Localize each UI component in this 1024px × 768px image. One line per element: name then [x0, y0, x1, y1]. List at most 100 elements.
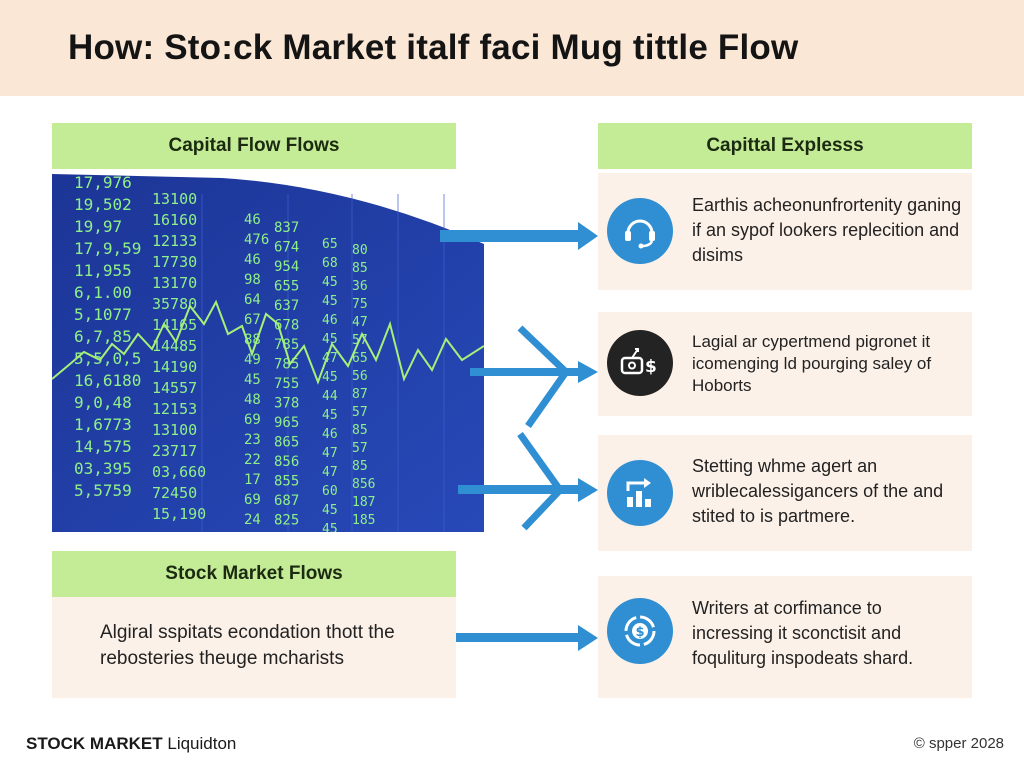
ticker-value: 03,395 — [74, 459, 132, 478]
footer-brand-regular: Liquidton — [167, 734, 237, 753]
ticker-value: 57 — [352, 405, 368, 420]
ticker-value: 23717 — [152, 442, 197, 460]
ticker-value: 57 — [352, 441, 368, 456]
ticker-value: 14190 — [152, 358, 197, 376]
dollar-cycle-icon: $ — [607, 598, 673, 664]
ticker-value: 17,976 — [74, 174, 132, 192]
ticker-value: 85 — [352, 261, 368, 276]
ticker-value: 68 — [322, 256, 338, 271]
chevron-arrow-2 — [517, 431, 564, 531]
ticker-value: 47 — [322, 446, 338, 461]
ticker-value: 46 — [244, 252, 261, 268]
card-text-3: Stetting whme agert an wriblecalessiganc… — [692, 456, 944, 526]
ticker-value: 856 — [352, 477, 375, 492]
ticker-value: 60 — [322, 484, 338, 499]
ticker-value: 47 — [352, 315, 368, 330]
ticker-value: 825 — [274, 513, 299, 529]
ticker-value: 45 — [322, 294, 338, 309]
headset-icon — [607, 198, 673, 264]
ticker-value: 19,97 — [74, 217, 122, 236]
ticker-value: 46 — [244, 212, 261, 228]
ticker-value: 865 — [274, 435, 299, 451]
ticker-price-line — [52, 299, 484, 385]
stock-market-flows-text: Algiral sspitats econdation thott the re… — [100, 622, 395, 669]
svg-text:$: $ — [645, 357, 657, 377]
ticker-value: 755 — [274, 376, 299, 392]
ticker-value: 45 — [322, 370, 338, 385]
growth-chart-icon — [607, 460, 673, 526]
ticker-value: 85 — [352, 423, 368, 438]
ticker-value: 87 — [352, 387, 368, 402]
ticker-value: 64 — [244, 292, 261, 308]
ticker-value: 17,9,59 — [74, 239, 141, 258]
arrow-to-card-1 — [440, 222, 598, 250]
ticker-value: 637 — [274, 298, 299, 314]
ticker-value: 13100 — [152, 190, 197, 208]
footer-brand: STOCK MARKET Liquidton — [26, 734, 236, 754]
ticker-value: 9,0,48 — [74, 393, 132, 412]
footer-brand-bold: STOCK MARKET — [26, 734, 163, 753]
ticker-value: 45 — [322, 408, 338, 423]
ticker-value: 6,1.00 — [74, 283, 132, 302]
ticker-value: 47 — [322, 465, 338, 480]
ticker-value: 14557 — [152, 379, 197, 397]
ticker-value: 80 — [352, 243, 368, 258]
footer-copyright: © spper 2028 — [913, 735, 1004, 752]
card-text-2: Lagial ar cypertmend pigronet it icomeng… — [692, 332, 932, 395]
ticker-value: 13170 — [152, 274, 197, 292]
ticker-value: 837 — [274, 220, 299, 236]
arrow-to-card-2 — [470, 361, 598, 383]
ticker-value: 15,190 — [152, 505, 206, 523]
ticker-value: 16160 — [152, 211, 197, 229]
stock-market-flows-panel — [52, 597, 456, 698]
ticker-value: 46 — [322, 427, 338, 442]
ticker-value: 6,7,85 — [74, 327, 132, 346]
ticker-value: 13100 — [152, 421, 197, 439]
ticker-value: 24 — [244, 512, 261, 528]
ticker-value: 855 — [274, 474, 299, 490]
ticker-value: 965 — [274, 415, 299, 431]
capital-express-label: Capittal Explesss — [598, 123, 972, 169]
ticker-value: 65 — [352, 351, 368, 366]
ticker-value: 98 — [244, 272, 261, 288]
ticker-value: 1,6773 — [74, 415, 132, 434]
ticker-value: 85 — [352, 459, 368, 474]
ticker-value: 45 — [322, 503, 338, 518]
money-icon: $ — [607, 330, 673, 396]
ticker-value: 36 — [352, 279, 368, 294]
svg-text:$: $ — [636, 625, 645, 640]
ticker-value: 378 — [274, 396, 299, 412]
card-text-1: Earthis acheonunfrortenity ganing if an … — [692, 195, 962, 265]
ticker-value: 14485 — [152, 337, 197, 355]
ticker-value: 45 — [322, 522, 338, 532]
ticker-value: 674 — [274, 240, 299, 256]
ticker-value: 187 — [352, 495, 375, 510]
ticker-value: 5,1077 — [74, 305, 132, 324]
ticker-value: 69 — [244, 412, 261, 428]
ticker-value: 72450 — [152, 484, 197, 502]
arrow-to-card-3 — [458, 478, 598, 502]
ticker-value: 48 — [244, 392, 261, 408]
arrow-to-card-4 — [456, 625, 598, 651]
ticker-value: 17 — [244, 472, 261, 488]
ticker-value: 69 — [244, 492, 261, 508]
ticker-svg: 17,97619,50219,9717,9,5911,9556,1.005,10… — [52, 174, 484, 532]
card-text-4: Writers at corfimance to incressing it s… — [692, 598, 914, 668]
ticker-value: 185 — [352, 513, 375, 528]
chevron-arrow-1 — [517, 325, 570, 429]
ticker-value: 23 — [244, 432, 261, 448]
capital-flow-label: Capital Flow Flows — [52, 123, 456, 169]
ticker-value: 856 — [274, 454, 299, 470]
ticker-value: 17730 — [152, 253, 197, 271]
ticker-value: 75 — [352, 297, 368, 312]
ticker-value: 03,660 — [152, 463, 206, 481]
ticker-value: 12153 — [152, 400, 197, 418]
ticker-value: 16,6180 — [74, 371, 141, 390]
ticker-value: 14,575 — [74, 437, 132, 456]
header-banner: How: Sto:ck Market italf faci Mug tittle… — [0, 0, 1024, 96]
ticker-value: 687 — [274, 493, 299, 509]
ticker-value: 44 — [322, 389, 338, 404]
ticker-background — [52, 174, 484, 532]
ticker-value: 67 — [244, 312, 261, 328]
